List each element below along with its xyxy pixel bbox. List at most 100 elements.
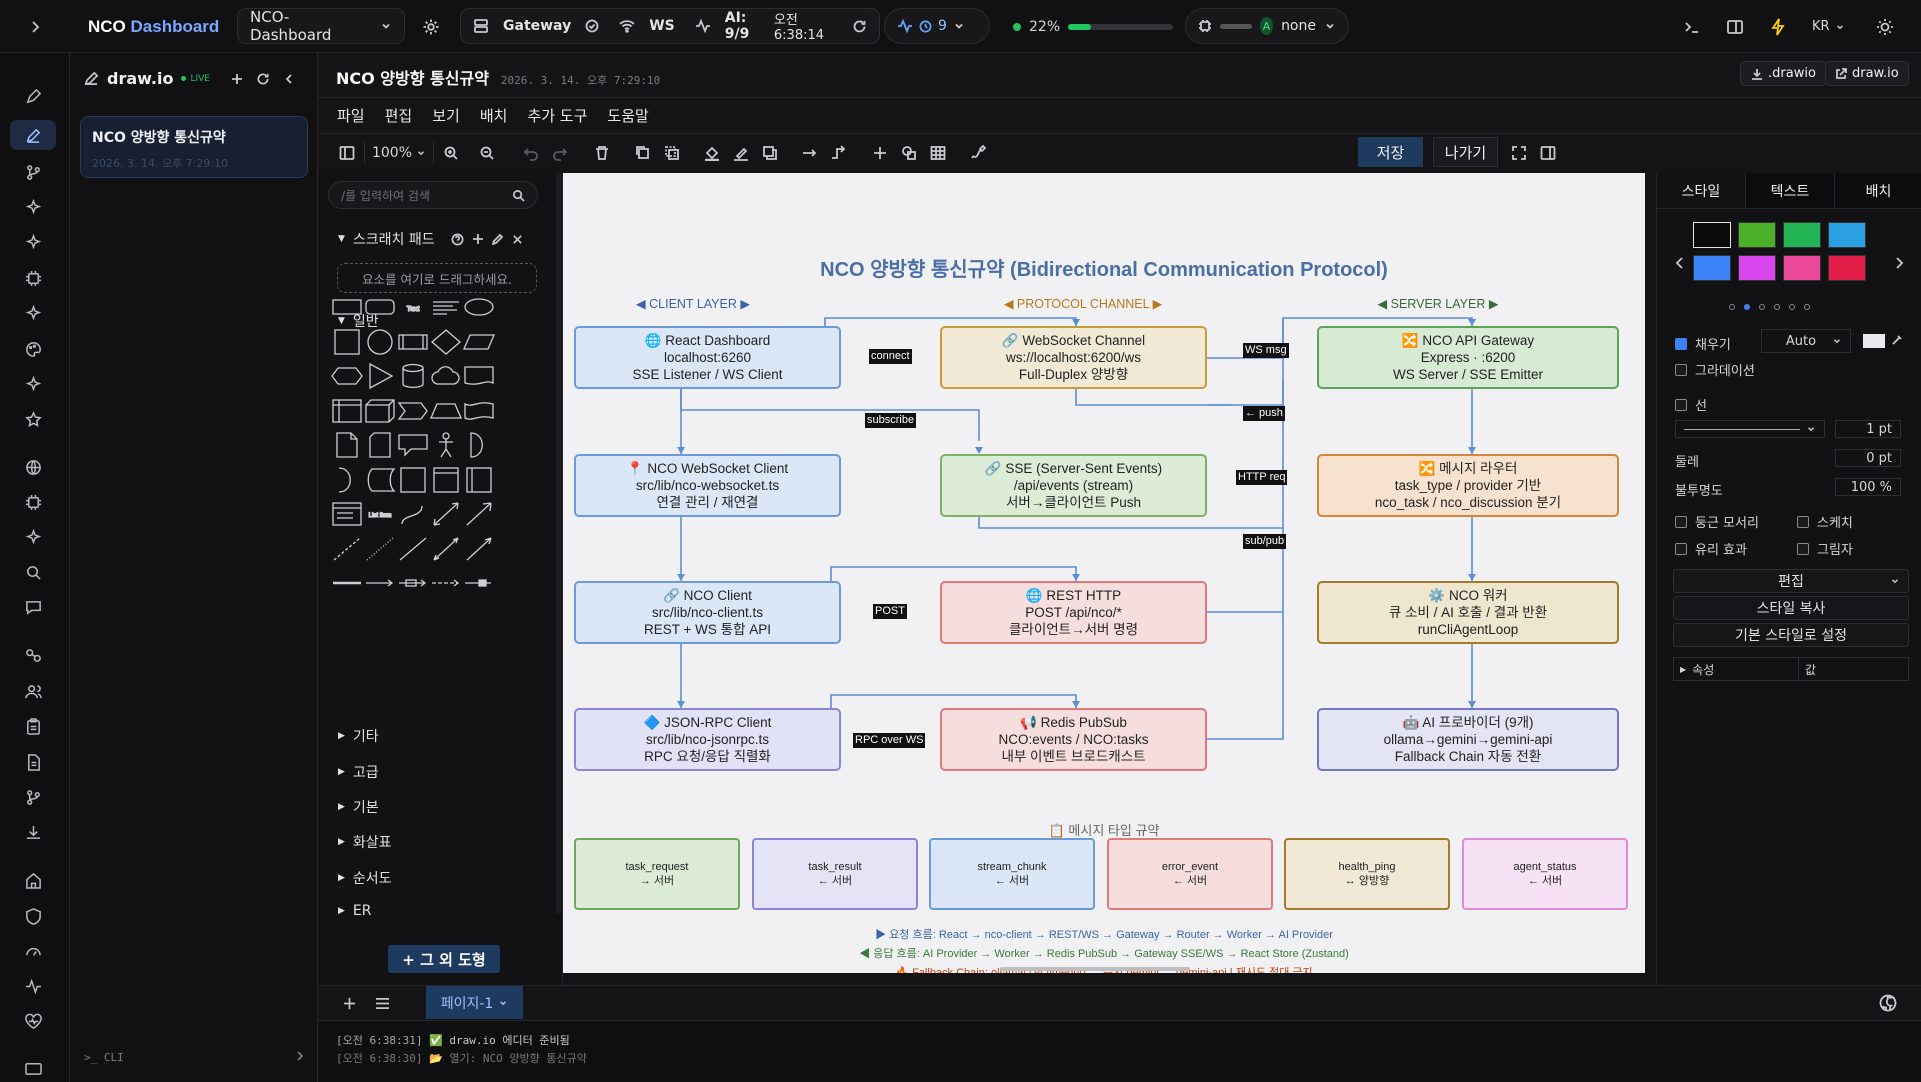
collapse-icon[interactable] (282, 72, 296, 86)
settings-icon[interactable] (422, 0, 440, 53)
property-column[interactable]: ▶속성 (1674, 658, 1799, 680)
waypoint-icon[interactable] (831, 145, 847, 161)
line-checkbox[interactable] (1675, 398, 1687, 411)
zoom-in-icon[interactable] (443, 145, 459, 161)
heart-pulse-icon[interactable] (21, 1009, 45, 1033)
menu-item[interactable]: 배치 (479, 107, 508, 125)
panel-scrollbar[interactable] (556, 173, 561, 913)
bidirectional-arrow-shape[interactable] (429, 500, 463, 528)
tape-shape[interactable] (462, 397, 496, 425)
to-front-icon[interactable] (635, 145, 651, 161)
general-section-header[interactable]: ▼일반 (338, 314, 379, 330)
language-select[interactable]: KR (1812, 0, 1845, 53)
add-icon[interactable] (230, 72, 244, 86)
shadow-icon[interactable] (762, 145, 778, 161)
arrow-shape[interactable] (462, 500, 496, 528)
set-default-style-button[interactable]: 기본 스타일로 설정 (1673, 623, 1909, 647)
diamond-shape[interactable] (429, 328, 463, 356)
style-swatch[interactable] (1738, 255, 1776, 281)
theme-sun-icon[interactable] (1876, 0, 1894, 53)
sketch-checkbox[interactable] (1797, 515, 1809, 528)
chip-icon[interactable] (21, 490, 45, 514)
brand-logo[interactable]: NCO Dashboard (88, 16, 220, 36)
chip-icon[interactable] (21, 266, 45, 290)
clipboard-icon[interactable] (21, 714, 45, 738)
globe-icon[interactable] (21, 455, 45, 479)
tab-arrange[interactable]: 배치 (1834, 173, 1921, 208)
edit-style-button[interactable]: 편집 (1673, 569, 1909, 593)
connection-icon[interactable] (802, 145, 818, 161)
menu-item[interactable]: 파일 (337, 107, 365, 125)
search-icon[interactable] (21, 560, 45, 584)
expand-icon[interactable] (28, 0, 44, 53)
shield-icon[interactable] (21, 904, 45, 928)
triangle-shape[interactable] (363, 362, 397, 390)
close-icon[interactable] (512, 234, 523, 245)
download-icon[interactable] (21, 820, 45, 844)
save-button[interactable]: 저장 (1358, 137, 1423, 167)
project-select[interactable]: NCO-Dashboard (237, 8, 405, 44)
edge-gateway-to-sse-push[interactable] (1207, 380, 1284, 406)
callout-shape[interactable] (396, 431, 430, 459)
chevron-right-icon[interactable] (1894, 257, 1904, 269)
gauge-icon[interactable] (21, 939, 45, 963)
panel-toggle-icon[interactable] (1726, 0, 1744, 53)
shape-search-input[interactable]: /를 입력하여 검색 (328, 181, 538, 209)
users-icon[interactable] (21, 679, 45, 703)
edge-react-to-sse[interactable] (680, 389, 980, 441)
curve-shape[interactable] (396, 500, 430, 528)
insert-icon[interactable] (872, 145, 888, 161)
process-shape[interactable] (396, 328, 430, 356)
list-item-shape[interactable]: List Item (363, 500, 397, 528)
connector-label-shape[interactable] (396, 569, 430, 597)
redo-icon[interactable] (552, 145, 568, 161)
section-basic[interactable]: ▶기본 (338, 800, 379, 816)
document-icon[interactable] (21, 750, 45, 774)
circle-shape[interactable] (363, 328, 397, 356)
star-icon[interactable] (21, 407, 45, 431)
actor-shape[interactable] (429, 431, 463, 459)
terminal-icon[interactable] (1683, 0, 1701, 53)
fullscreen-icon[interactable] (1511, 145, 1527, 161)
export-drawio-button[interactable]: .drawio (1740, 61, 1827, 86)
pen-tool-icon[interactable] (21, 84, 45, 108)
palette-icon[interactable] (21, 337, 45, 361)
or-shape[interactable] (462, 431, 496, 459)
rounded-rectangle-shape[interactable] (363, 293, 397, 321)
dashed-line-shape[interactable] (330, 535, 364, 563)
opacity-input[interactable]: 100 % (1835, 478, 1901, 496)
page-dot[interactable] (1759, 304, 1765, 310)
activity-icon[interactable] (21, 974, 45, 998)
square-frame-shape[interactable] (396, 466, 430, 494)
ellipse-shape[interactable] (462, 293, 496, 321)
style-swatch[interactable] (1828, 255, 1866, 281)
connector-arrow-shape[interactable] (363, 569, 397, 597)
line-width-input[interactable]: 1 pt (1835, 420, 1901, 438)
menu-item[interactable]: 추가 도구 (527, 107, 588, 125)
table-icon[interactable] (930, 145, 946, 161)
msg-type-agent-status[interactable]: agent_status← 서버 (1462, 838, 1628, 910)
section-other[interactable]: ▶기타 (338, 729, 379, 745)
menu-item[interactable]: 편집 (384, 107, 413, 125)
tab-page-1[interactable]: 페이지-1 (426, 986, 523, 1019)
doc-list-item[interactable]: NCO 양방향 통신규약 2026. 3. 14. 오후 7:29:10 (80, 116, 308, 178)
delete-icon[interactable] (594, 145, 610, 161)
gradient-checkbox[interactable] (1675, 363, 1687, 376)
note-shape[interactable] (330, 431, 364, 459)
trapezoid-shape[interactable] (429, 397, 463, 425)
parallelogram-shape[interactable] (462, 328, 496, 356)
msg-type-task-result[interactable]: task_result← 서버 (752, 838, 918, 910)
fill-color-icon[interactable] (704, 145, 720, 161)
connector-end-shape[interactable] (462, 569, 496, 597)
data-storage-shape[interactable] (363, 466, 397, 494)
shadow-checkbox[interactable] (1797, 542, 1809, 555)
edge-sse-to-gateway[interactable] (978, 318, 1284, 529)
home-icon[interactable] (21, 868, 45, 892)
sparkle-icon[interactable] (21, 301, 45, 325)
pages-menu-icon[interactable] (375, 997, 390, 1010)
